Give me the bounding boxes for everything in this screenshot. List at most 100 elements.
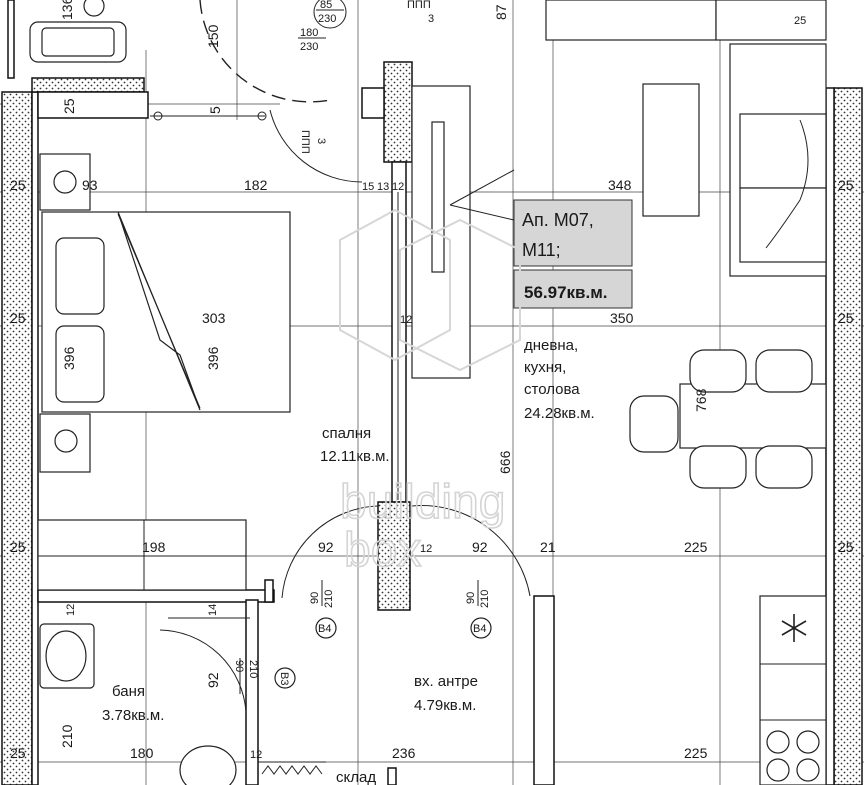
dim-25-row1: 25 <box>61 98 77 114</box>
watermark-line2: box <box>344 524 421 577</box>
dim-236: 236 <box>392 745 416 761</box>
dim-303: 303 <box>202 310 226 326</box>
toilet <box>179 745 237 785</box>
door-a-height: 210 <box>323 590 335 608</box>
dim-21: 21 <box>540 539 556 555</box>
room-labels: дневна, кухня, столова 24.28кв.м. спалня… <box>102 337 595 785</box>
dim-180: 180 <box>300 27 318 39</box>
ppp-mid-3: 3 <box>315 138 327 144</box>
top-left-appliance <box>29 0 127 63</box>
dim-25-left-b: 25 <box>10 310 26 326</box>
dim-348: 348 <box>608 177 632 193</box>
living-room-label-1: дневна, <box>524 337 578 354</box>
door-c-height: 210 <box>247 660 259 678</box>
coffee-table <box>642 83 700 217</box>
sofa <box>729 43 827 277</box>
watermark: building box <box>339 208 521 578</box>
dim-350: 350 <box>610 310 634 326</box>
dim-666: 666 <box>497 450 513 474</box>
dim-768: 768 <box>693 388 709 412</box>
door-a-width: 90 <box>309 592 321 604</box>
dim-198: 198 <box>142 539 166 555</box>
dim-92c: 92 <box>205 672 221 688</box>
dim-12a: 12 <box>392 181 404 193</box>
wardrobe <box>37 519 247 591</box>
dim-25-top-right: 25 <box>794 15 806 27</box>
dim-5: 5 <box>207 106 223 114</box>
apartment-label: Ап. М07, М11; 56.97кв.м. <box>449 169 633 309</box>
dim-396a: 396 <box>61 346 77 370</box>
bedroom-label: спалня <box>322 425 371 442</box>
nightstand-bottom <box>39 413 91 473</box>
dim-14: 14 <box>207 604 219 616</box>
hall-area: 4.79кв.м. <box>414 697 476 714</box>
left-exterior-wall <box>1 77 145 785</box>
apartment-title: Ап. М07, <box>522 210 594 230</box>
bath-sink <box>39 623 95 689</box>
dim-12b: 12 <box>400 314 412 326</box>
entrance-walls <box>387 595 555 785</box>
hall-label: вх. антре <box>414 673 478 690</box>
nightstand-top <box>39 153 91 211</box>
apartment-subtitle: М11; <box>522 240 561 260</box>
dim-85: 85 <box>320 0 332 11</box>
apartment-area: 56.97кв.м. <box>524 283 608 302</box>
dim-12c: 12 <box>420 543 432 555</box>
ppp-mid: ППП <box>299 130 311 154</box>
door-tag-b3: В3 <box>278 672 290 685</box>
dim-13: 13 <box>377 181 389 193</box>
hall-door-swings <box>258 505 531 775</box>
dim-87: 87 <box>493 4 509 20</box>
living-room-label-2: кухня, <box>524 359 566 376</box>
ppp-top: ППП <box>407 0 431 11</box>
door-swings-top <box>150 0 363 183</box>
tv-console <box>411 85 471 379</box>
dim-396b: 396 <box>205 346 221 370</box>
door-tags: В4 В4 В3 <box>274 617 492 689</box>
bedroom-area: 12.11кв.м. <box>320 448 390 465</box>
right-exterior-wall <box>825 87 863 785</box>
living-room-area: 24.28кв.м. <box>524 405 595 422</box>
dim-92a: 92 <box>318 539 334 555</box>
dim-225b: 225 <box>684 745 708 761</box>
top-right-furniture <box>545 0 827 41</box>
dim-25-right-a: 25 <box>838 177 854 193</box>
kitchen-counter <box>759 595 827 785</box>
bath-door-swing <box>159 617 250 713</box>
dim-12e: 12 <box>250 749 262 761</box>
dim-180b: 180 <box>130 745 154 761</box>
dining-table <box>629 349 827 489</box>
snowflake-icon <box>781 614 807 642</box>
door-c-width: 90 <box>233 660 245 672</box>
dim-93: 93 <box>82 177 98 193</box>
bathroom-label: баня <box>112 683 145 700</box>
dim-230a: 230 <box>318 13 336 25</box>
door-tag-b4a: В4 <box>318 623 331 635</box>
dim-92b: 92 <box>472 539 488 555</box>
door-b-height: 210 <box>479 590 491 608</box>
dim-25-right-c: 25 <box>838 539 854 555</box>
door-tag-b4b: В4 <box>473 623 486 635</box>
bed <box>41 211 291 413</box>
dim-25-left-a: 25 <box>10 177 26 193</box>
dim-15: 15 <box>362 181 374 193</box>
dim-136: 136 <box>59 0 75 20</box>
dim-12d: 12 <box>65 604 77 616</box>
bathroom-area: 3.78кв.м. <box>102 707 164 724</box>
living-room-label-3: столова <box>524 381 580 398</box>
dimension-labels: 136 150 85 230 180 230 ППП 3 87 25 25 5 … <box>10 0 854 761</box>
bathroom-walls <box>37 579 275 785</box>
door-b-width: 90 <box>465 592 477 604</box>
storage-label: склад <box>336 769 376 785</box>
ppp-top-3: 3 <box>428 13 434 25</box>
dim-210: 210 <box>59 724 75 748</box>
dim-150: 150 <box>205 24 221 48</box>
dim-25-left-d: 25 <box>10 745 26 761</box>
watermark-line1: building <box>340 476 505 529</box>
top-walls <box>7 0 413 163</box>
dim-225a: 225 <box>684 539 708 555</box>
dim-25-right-b: 25 <box>838 310 854 326</box>
dim-230b: 230 <box>300 41 318 53</box>
dim-25-left-c: 25 <box>10 539 26 555</box>
